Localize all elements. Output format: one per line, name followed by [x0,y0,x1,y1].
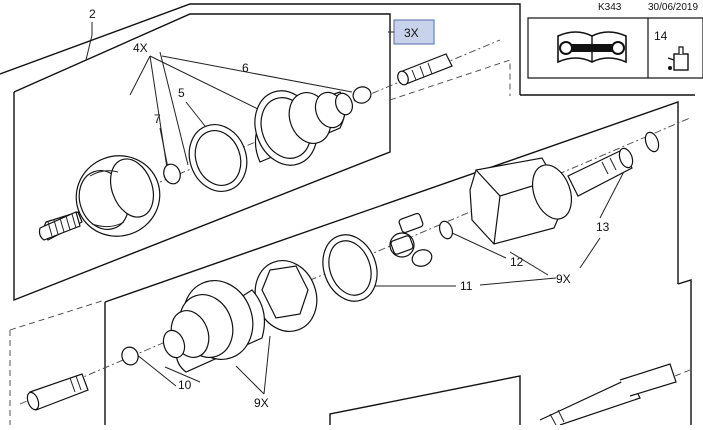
outer-boot [254,90,354,166]
callout-9x-right: 9X [556,272,571,286]
callout-13: 13 [596,220,610,234]
callout-4x: 4X [133,41,148,55]
snap-ring-13 [644,131,660,153]
splined-shaft-stub [38,211,83,241]
boot-clamp-10 [121,346,139,366]
cut-line-left [9,299,106,331]
callout-7: 7 [154,112,161,126]
book-wrench-icon [557,31,627,64]
boot-clamp-small [352,86,372,104]
lower-box-outline [329,375,521,425]
right-panel-top [104,101,679,303]
diagram-date: 30/06/2019 [648,2,698,13]
inner-boot [162,280,265,373]
header-info-box [527,17,703,79]
right-panel-edge [677,279,692,425]
callout-11: 11 [460,279,473,293]
splined-end-piece [397,53,453,86]
lower-right-shaft [539,363,677,426]
callout-3x-label: 3X [404,26,419,40]
oil-can-icon [667,46,689,71]
callout-10: 10 [178,378,192,392]
cut-line-top [389,59,511,101]
outer-frame-upper [0,3,521,75]
leader-lines [85,22,633,395]
tripod-housing [469,157,573,245]
callout-5: 5 [178,86,185,100]
tripod-spider [389,212,433,267]
callout-2: 2 [89,7,96,21]
outer-cv-joint [75,155,161,237]
clamp-ring-11 [322,234,378,302]
large-clamp-ring [188,124,248,192]
callout-12: 12 [510,255,524,269]
lower-shaft-end [26,373,89,411]
inner-joint-housing [254,260,318,332]
callout-6: 6 [242,61,249,75]
housing-shaft [567,147,634,197]
main-panel-outline [13,13,391,302]
callout-9x-bottom: 9X [254,396,269,410]
diagram-code: K343 [598,2,622,13]
circlip-12 [438,220,454,240]
ref-number: 14 [654,29,668,43]
outer-clamp-small [163,163,181,185]
